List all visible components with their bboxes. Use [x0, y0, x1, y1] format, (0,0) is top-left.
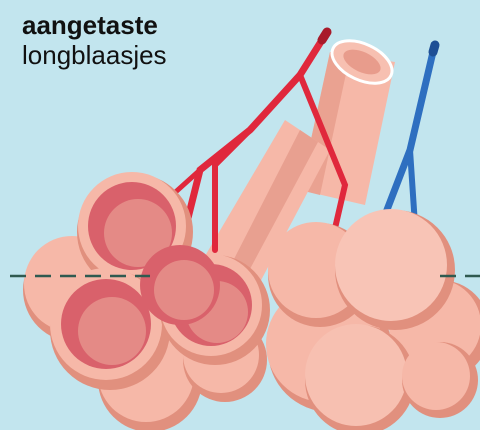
title: aangetaste longblaasjes	[22, 10, 167, 70]
title-line-2: longblaasjes	[22, 40, 167, 70]
title-line-1: aangetaste	[22, 10, 167, 40]
healthy-alveoli-cluster	[266, 209, 480, 430]
